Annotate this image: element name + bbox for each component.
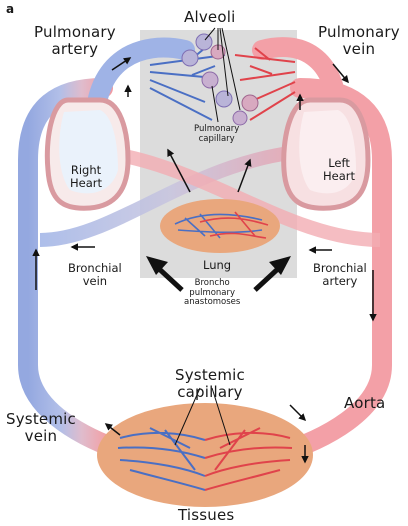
pulmonary-vein-label: Pulmonary vein [318, 24, 400, 58]
pulmonary-capillary-label: Pulmonary capillary [194, 125, 239, 144]
lung-organ [160, 199, 280, 253]
anastomoses-label: Broncho pulmonary anastomoses [184, 279, 240, 308]
tissues-label: Tissues [178, 507, 234, 524]
lung-label: Lung [203, 259, 231, 272]
right-heart-label: Right Heart [70, 164, 102, 190]
systemic-vein-label: Systemic vein [6, 411, 76, 445]
systemic-capillary-label: Systemic capillary [175, 367, 245, 401]
panel-letter: a [6, 3, 14, 16]
tissues-organ [97, 403, 313, 507]
pulmonary-artery-label: Pulmonary artery [34, 24, 116, 58]
bronchial-vein-label: Bronchial vein [68, 262, 122, 288]
left-heart-label: Left Heart [323, 157, 355, 183]
bronchial-artery-label: Bronchial artery [313, 262, 367, 288]
aorta-label: Aorta [344, 395, 385, 412]
alveoli-label: Alveoli [184, 9, 235, 26]
